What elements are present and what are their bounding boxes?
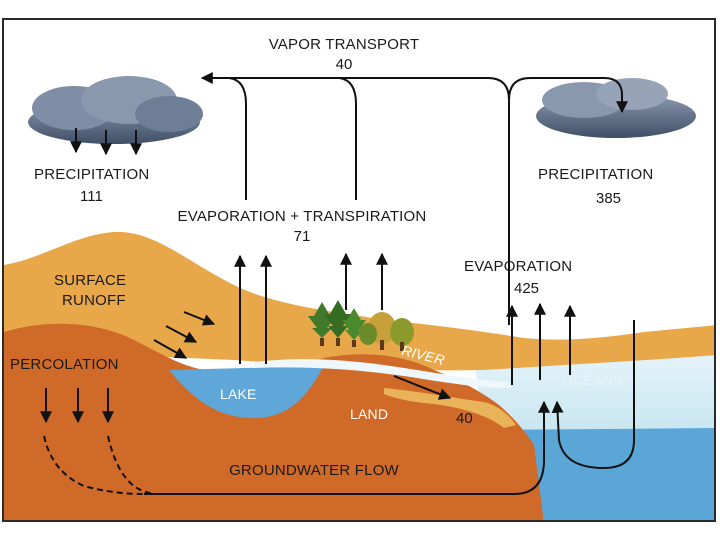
precipitation-right-value: 385 xyxy=(596,190,622,207)
evaporation-arrows xyxy=(506,302,576,385)
vapor-transport-lines xyxy=(200,72,628,325)
evapotranspiration-label: EVAPORATION + TRANSPIRATION xyxy=(177,208,427,225)
precipitation-right-label: PRECIPITATION xyxy=(538,166,654,183)
right-cloud xyxy=(536,78,696,138)
percolation-arrows xyxy=(40,388,114,424)
precipitation-left-value: 111 xyxy=(80,188,103,205)
evaporation-value: 425 xyxy=(514,280,540,297)
diagram-artwork xyxy=(4,72,714,520)
river-water xyxy=(254,359,512,388)
evaporation-label: EVAPORATION xyxy=(464,258,573,275)
vapor-transport-value: 40 xyxy=(335,56,353,73)
coastal-band xyxy=(384,388,516,428)
surface-runoff-label-line1: SURFACE xyxy=(54,272,127,289)
river-flow-arrow xyxy=(393,375,452,400)
groundwater-flow-label: GROUNDWATER FLOW xyxy=(229,462,399,479)
mountain xyxy=(4,231,714,371)
vapor-transport-label: VAPOR TRANSPORT xyxy=(268,36,420,53)
left-cloud xyxy=(28,76,203,144)
water-cycle-diagram: VAPOR TRANSPORT 40 PRECIPITATION 111 PRE… xyxy=(2,18,716,522)
percolation-label: PERCOLATION xyxy=(10,356,119,373)
groundwater-flow-path xyxy=(43,400,550,495)
surface-runoff-label-line2: RUNOFF xyxy=(62,292,126,309)
ocean-return-loop xyxy=(551,320,635,470)
evapotranspiration-arrows xyxy=(234,252,388,364)
ocean-surface xyxy=(474,350,714,430)
lake-label: LAKE xyxy=(220,386,257,402)
precipitation-left-label: PRECIPITATION xyxy=(34,166,150,183)
oceans-label: OCEANS xyxy=(562,372,623,388)
lake-water xyxy=(169,366,324,419)
trees xyxy=(308,300,414,351)
surface-runoff-arrows xyxy=(153,311,216,359)
precipitation-arrows-left xyxy=(70,128,142,156)
river-flow-value: 40 xyxy=(456,410,473,427)
evapotranspiration-value: 71 xyxy=(293,228,311,245)
land-label: LAND xyxy=(350,406,389,422)
